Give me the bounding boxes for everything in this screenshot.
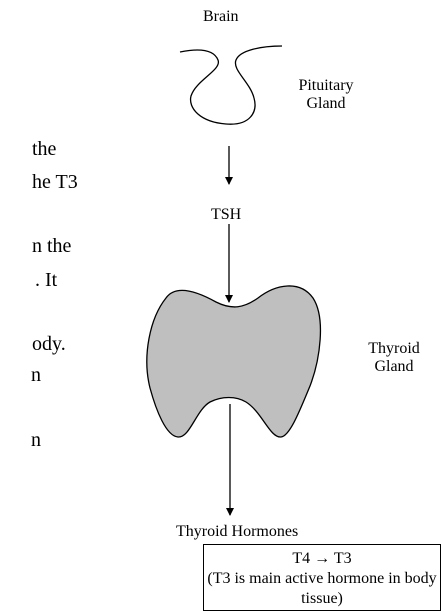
hormone-conversion-box: T4 → T3 (T3 is main active hormone in bo… <box>203 544 441 611</box>
thyroid-label-line1: Thyroid <box>348 340 440 358</box>
t4-to-t3-text: T4 → T3 <box>204 549 440 569</box>
pituitary-label-line1: Pituitary <box>284 77 368 95</box>
brain-label: Brain <box>203 8 239 26</box>
pituitary-gland-label: Pituitary Gland <box>284 77 368 113</box>
tsh-label: TSH <box>211 206 241 224</box>
pituitary-gland-shape <box>180 46 282 124</box>
thyroid-gland-shape <box>147 286 321 437</box>
thyroid-label-line2: Gland <box>348 358 440 376</box>
t3-note-text: (T3 is main active hormone in body tissu… <box>204 569 440 609</box>
thyroid-hormones-label: Thyroid Hormones <box>176 523 298 541</box>
thyroid-gland-label: Thyroid Gland <box>348 340 440 376</box>
pituitary-label-line2: Gland <box>284 95 368 113</box>
